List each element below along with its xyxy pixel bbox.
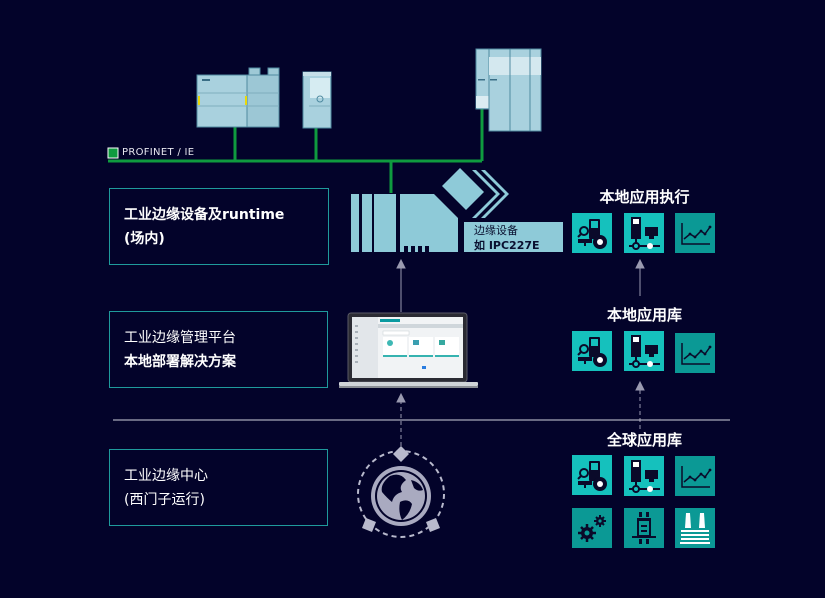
electronic-component-icon [632, 512, 656, 544]
performance-insight-icon [577, 461, 607, 491]
profinet-legend-swatch [107, 147, 119, 159]
app-tile-trend-chart[interactable] [675, 333, 715, 373]
edge-device-label: 边缘设备 如 IPC227E [474, 223, 540, 253]
app-tile-plant[interactable] [675, 508, 715, 548]
app-tile-performance-insight[interactable] [572, 455, 612, 495]
arrow-head [396, 258, 406, 269]
app-tile-connectivity[interactable] [624, 213, 664, 253]
connectivity-icon [629, 217, 660, 250]
edge-device-label-line1: 边缘设备 [474, 224, 518, 237]
layer-box-title: 工业边缘中心 [124, 468, 208, 484]
layer-box-subtitle: (场内) [124, 231, 165, 247]
connectivity-icon [629, 335, 660, 368]
app-tile-trend-chart[interactable] [675, 456, 715, 496]
app-tile-connectivity[interactable] [624, 456, 664, 496]
industrial-rack-controller-icon [475, 48, 542, 132]
arrow-head [635, 258, 645, 269]
hardware-network-graphic [107, 48, 542, 193]
layer-box-edge-hub: 工业边缘中心 (西门子运行) [109, 449, 328, 526]
plc-controller-icon [196, 67, 280, 128]
section-title-local-library: 本地应用库 [606, 306, 682, 324]
trend-chart-icon [681, 223, 712, 245]
drive-controller-icon [302, 71, 332, 129]
section-title-global-library: 全球应用库 [606, 431, 682, 449]
app-tile-gears[interactable] [572, 508, 612, 548]
layer-box-subtitle: 本地部署解决方案 [124, 354, 236, 370]
app-tile-component[interactable] [624, 508, 664, 548]
gears-icon [578, 515, 606, 542]
connectivity-icon [629, 460, 660, 493]
globe-hub-icon [357, 446, 445, 538]
layer-box-edge-device: 工业边缘设备及runtime (场内) [109, 188, 329, 265]
edge-device-icon [351, 168, 563, 252]
layer-box-management-platform: 工业边缘管理平台 本地部署解决方案 [109, 311, 328, 388]
app-tile-performance-insight[interactable] [572, 331, 612, 371]
section-title-local-execution: 本地应用执行 [599, 188, 690, 206]
profinet-network-lines [108, 108, 484, 193]
layer-box-subtitle: (西门子运行) [124, 492, 205, 508]
app-tile-performance-insight[interactable] [572, 213, 612, 253]
app-tile-connectivity[interactable] [624, 331, 664, 371]
industrial-plant-icon [680, 513, 710, 544]
arrow-head [635, 380, 645, 391]
profinet-label: PROFINET / IE [122, 147, 195, 158]
performance-insight-icon [577, 337, 607, 367]
trend-chart-icon [681, 466, 712, 488]
layer-box-title: 工业边缘设备及runtime [124, 207, 285, 223]
app-tile-trend-chart[interactable] [675, 213, 715, 253]
layer-box-title: 工业边缘管理平台 [124, 330, 236, 346]
laptop-management-ui-icon [339, 312, 478, 388]
arrow-head [396, 392, 406, 403]
performance-insight-icon [577, 219, 607, 249]
trend-chart-icon [681, 343, 712, 365]
edge-device-label-line2: 如 IPC227E [474, 239, 540, 252]
